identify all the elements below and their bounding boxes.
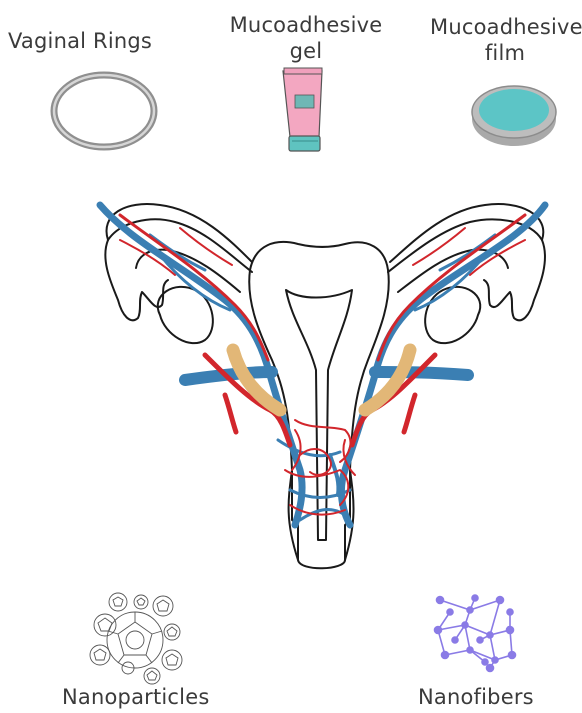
- nanoparticle: [90, 645, 110, 665]
- nanoparticle: [144, 668, 160, 684]
- vein-network: [100, 205, 545, 525]
- film-disc-icon: [472, 86, 556, 146]
- nanofibers-icon: [435, 595, 516, 672]
- artery-network: [120, 215, 525, 515]
- nanoparticle: [164, 624, 180, 640]
- nanoparticle: [94, 614, 116, 636]
- nanoparticles-icon: [90, 593, 182, 684]
- nanoparticle: [109, 593, 127, 611]
- implant-rods: [233, 350, 410, 410]
- vaginal-ring-icon: [54, 75, 154, 147]
- nanoparticle: [134, 595, 148, 609]
- nanoparticle: [153, 596, 173, 616]
- gel-tube-icon: [283, 68, 322, 151]
- nanoparticle: [162, 650, 182, 670]
